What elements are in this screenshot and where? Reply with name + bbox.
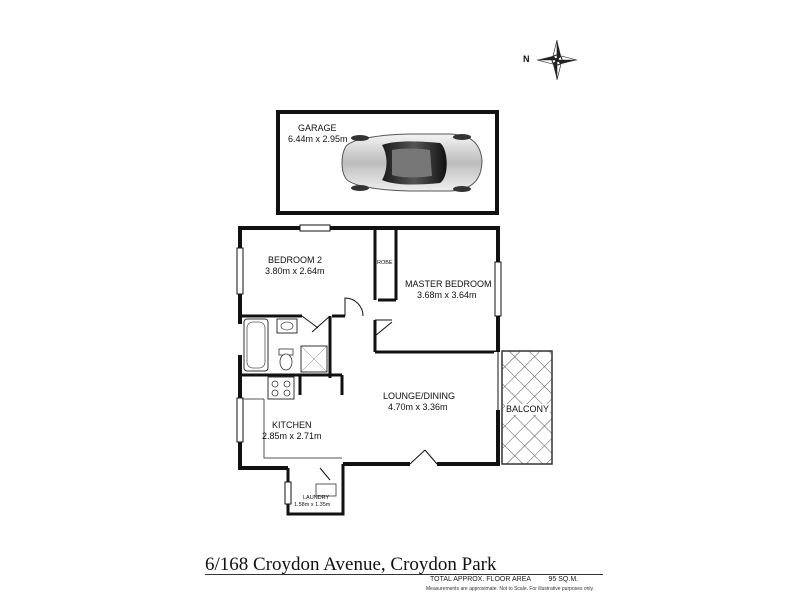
lounge-dining-name: LOUNGE/DINING <box>383 391 456 401</box>
windows <box>236 224 502 505</box>
compass-rose-icon <box>536 39 578 81</box>
exterior-walls <box>238 226 500 470</box>
bedroom2-name: BEDROOM 2 <box>268 255 323 265</box>
robe-label: ROBE <box>377 260 393 266</box>
cooktop-icon <box>267 376 295 400</box>
master-bedroom-size: 3.68m x 3.64m <box>417 290 477 300</box>
property-address: 6/168 Croydon Avenue, Croydon Park <box>205 554 497 575</box>
master-bedroom-name: MASTER BEDROOM <box>405 279 492 289</box>
floor-area-value: 95 SQ.M. <box>548 576 579 583</box>
lounge-dining-size: 4.70m x 3.36m <box>388 402 448 412</box>
garage-size: 6.44m x 2.95m <box>288 134 348 144</box>
kitchen-size: 2.85m x 2.71m <box>262 431 322 441</box>
address-underline <box>205 574 603 575</box>
floor-area-label: TOTAL APPROX. FLOOR AREA <box>430 576 531 583</box>
balcony-door <box>494 352 502 410</box>
compass-north-label: N <box>523 54 530 64</box>
car-icon <box>341 133 483 192</box>
disclaimer: Measurements are approximate. Not to Sca… <box>426 586 595 592</box>
basin-icon <box>276 318 298 334</box>
toilet-icon <box>278 348 294 371</box>
interior-walls <box>240 228 498 395</box>
bedroom2-size: 3.80m x 2.64m <box>265 266 325 276</box>
laundry-name: LAUNDRY <box>303 495 330 501</box>
bathtub-icon <box>243 318 269 372</box>
balcony-label: BALCONY <box>505 404 551 415</box>
kitchen-bench <box>242 398 342 459</box>
garage-name: GARAGE <box>298 123 337 133</box>
shower-icon <box>300 345 328 373</box>
door-swings <box>301 297 438 482</box>
laundry-size: 1.58m x 1.35m <box>294 502 331 508</box>
laundry-tub-icon <box>315 483 337 497</box>
kitchen-name: KITCHEN <box>272 420 312 430</box>
floor-area: TOTAL APPROX. FLOOR AREA 95 SQ.M. <box>430 576 578 583</box>
